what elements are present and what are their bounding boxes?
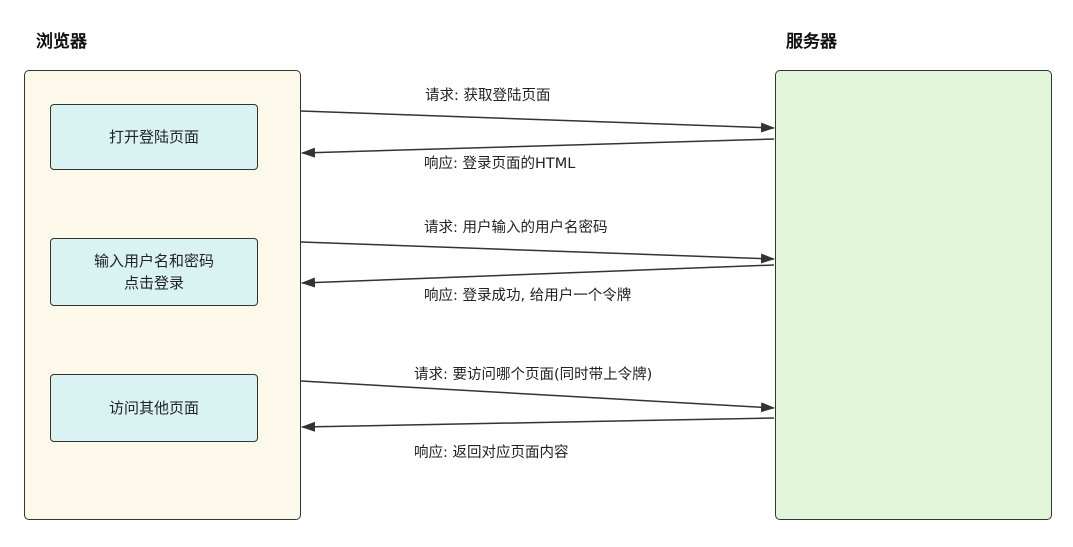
response-arrow [301, 138, 775, 158]
step-label-line: 打开登陆页面 [108, 128, 199, 146]
request-arrow [300, 241, 775, 264]
request-label: 请求: 获取登陆页面 [425, 87, 551, 104]
server-lane-title: 服务器 [786, 32, 837, 52]
response-label: 响应: 返回对应页面内容 [414, 443, 569, 461]
step-label-line: 点击登录 [123, 274, 184, 292]
step-open-login-page[interactable]: 打开登陆页面 [50, 104, 258, 170]
request-arrow [300, 380, 775, 413]
step-enter-credentials[interactable]: 输入用户名和密码 点击登录 [50, 238, 258, 306]
response-label: 响应: 登录页面的HTML [424, 154, 575, 172]
request-arrow [300, 110, 775, 133]
browser-lane-title: 浏览器 [36, 32, 87, 52]
request-label: 请求: 用户输入的用户名密码 [424, 219, 608, 236]
response-arrow [301, 264, 775, 288]
step-label-line: 输入用户名和密码 [93, 252, 214, 270]
response-label: 响应: 登录成功, 给用户一个令牌 [424, 286, 631, 304]
step-label-line: 访问其他页面 [108, 399, 199, 417]
response-arrow [301, 417, 775, 432]
request-label: 请求: 要访问哪个页面(同时带上令牌) [414, 366, 652, 383]
step-visit-other-pages[interactable]: 访问其他页面 [50, 374, 258, 442]
server-lane [775, 70, 1052, 520]
